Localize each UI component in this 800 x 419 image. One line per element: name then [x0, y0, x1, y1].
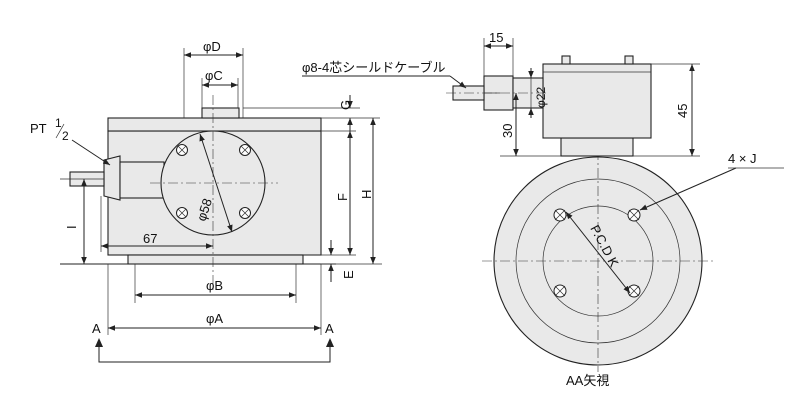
- cover-box: [542, 63, 652, 139]
- dim-c-label: φC: [205, 68, 223, 83]
- view-label: AA矢視: [566, 373, 609, 388]
- section-mark-right: A: [325, 321, 334, 336]
- cover-bolt: [239, 207, 251, 219]
- cover-neck: [560, 137, 634, 157]
- cover-bolt: [176, 207, 188, 219]
- connector-housing: [119, 161, 165, 199]
- holes-label: 4 × J: [728, 151, 757, 166]
- dim-58-label: φ58: [194, 197, 215, 223]
- cover-bolt: [239, 144, 251, 156]
- dim-67-label: 67: [143, 231, 157, 246]
- base-foot: [127, 254, 304, 265]
- dim-30-label: 30: [500, 124, 515, 138]
- dim-h-label: H: [359, 190, 374, 199]
- top-plate: [107, 117, 322, 132]
- dim-22-label: φ22: [534, 87, 548, 108]
- top-button: [201, 107, 240, 119]
- pt-label: PT: [30, 121, 47, 136]
- dim-f-label: F: [335, 193, 350, 201]
- side-view: P.C.D K 4 × J 15 φ8-4芯シールドケーブル φ22: [302, 30, 784, 388]
- mount-hole: [627, 284, 641, 298]
- cover-bolt: [176, 144, 188, 156]
- pt-denominator: 2: [62, 129, 69, 143]
- pt-numerator: 1: [55, 116, 62, 130]
- mount-hole: [627, 208, 641, 222]
- dim-d-label: φD: [203, 39, 221, 54]
- cable-label: φ8-4芯シールドケーブル: [302, 60, 445, 75]
- mount-hole: [553, 208, 567, 222]
- dim-i-label: I: [64, 225, 79, 229]
- dim-g-label: G: [338, 100, 353, 110]
- dim-b-label: φB: [206, 278, 223, 293]
- dim-45-label: 45: [675, 104, 690, 118]
- dim-15-label: 15: [489, 30, 503, 45]
- front-view: φ58 φD φC G F H E I: [30, 39, 382, 363]
- dim-a-label: φA: [206, 311, 223, 326]
- mount-hole: [553, 284, 567, 298]
- section-mark-left: A: [92, 321, 101, 336]
- dim-e-label: E: [341, 270, 356, 279]
